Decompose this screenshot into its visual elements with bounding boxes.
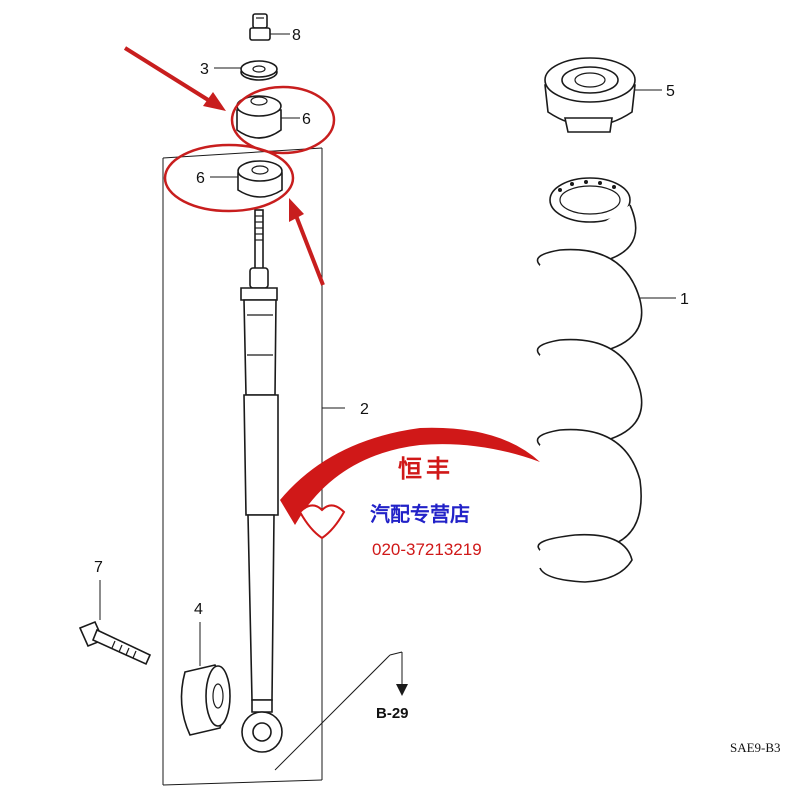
drawing-code: SAE9-B3 [730,740,781,755]
callout-label-2: 2 [360,401,369,418]
reference-arrow [274,651,408,771]
coil-spring-part [536,177,676,583]
watermark-shop-name: 恒丰 [398,455,454,483]
bolt-part [78,580,152,666]
watermark-phone: 020-37213219 [372,540,482,559]
shop-watermark: 恒丰 汽配专营店 020-37213219 [280,427,540,559]
callout-label-1: 1 [680,291,689,308]
callout-label-5: 5 [666,83,675,100]
highlight-arrow-lower [289,198,325,286]
watermark-subtitle: 汽配专营店 [370,502,470,526]
nut-part [249,13,290,41]
callout-label-8: 8 [292,27,301,44]
shock-absorber-part [240,209,345,753]
reference-label: B-29 [376,705,409,722]
highlight-circle-upper [230,85,336,155]
lower-bushing-part [180,622,231,736]
callout-label-6-lower: 6 [196,170,205,187]
callout-label-4: 4 [194,601,203,618]
callout-label-3: 3 [200,61,209,78]
spring-upper-seat-part [544,57,662,133]
callout-label-7: 7 [94,559,103,576]
washer-part [214,60,278,81]
highlight-arrow-upper [123,46,226,111]
upper-rubber-bushing-part [236,95,300,139]
highlight-annotations [123,46,336,286]
lower-rubber-bushing-part [210,160,283,198]
highlight-circle-lower [163,143,295,213]
callout-label-6-upper: 6 [302,111,311,128]
